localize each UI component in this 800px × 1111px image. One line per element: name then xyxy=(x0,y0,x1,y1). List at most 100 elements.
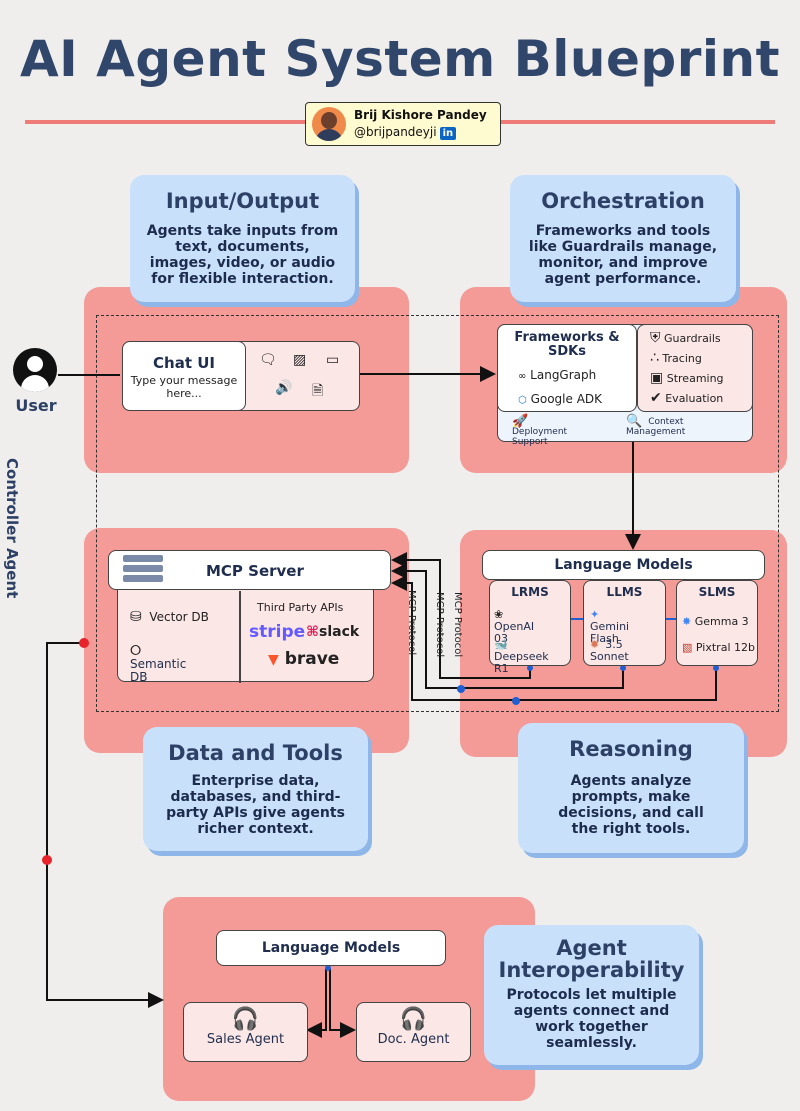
reasoning-info-box: Reasoning Agents analyze prompts, make d… xyxy=(518,723,744,853)
gemma-icon: ✸ xyxy=(682,615,692,628)
database-icon: ⛁ xyxy=(130,609,142,625)
interop-desc-line: Protocols let multiple xyxy=(506,987,677,1003)
frameworks-title: Frameworks & xyxy=(514,330,620,345)
io-desc-line: text, documents, xyxy=(175,239,310,255)
lm-to-doc-path xyxy=(329,968,356,1038)
langgraph-icon: ∞ xyxy=(518,371,527,382)
orchestration-card: Frameworks & SDKs ∞ LangGraph ⬡ Google A… xyxy=(497,324,753,447)
frameworks-title: SDKs xyxy=(548,344,586,359)
user-icon xyxy=(13,348,57,392)
tracing-item: ∴ Tracing xyxy=(650,350,702,366)
interop-info-box: Agent Interoperability Protocols let mul… xyxy=(484,925,699,1065)
google-adk-icon: ⬡ xyxy=(518,395,527,406)
image-icon[interactable]: ▨ xyxy=(293,352,307,368)
pixtral-item: ▧ Pixtral 12b xyxy=(682,641,755,654)
evaluation-item: ✔ Evaluation xyxy=(650,390,724,406)
junction-dot xyxy=(713,665,719,671)
streaming-icon: ▣ xyxy=(650,370,664,386)
chat-placeholder-line: Type your message xyxy=(130,374,238,387)
chat-ui-title: Chat UI xyxy=(153,354,215,372)
orchestration-heading: Orchestration xyxy=(541,189,705,213)
gemini-icon: ✦ xyxy=(590,608,600,621)
user-label: User xyxy=(15,396,57,415)
claude-icon: ✹ xyxy=(590,638,600,651)
reasoning-desc-line: the right tools. xyxy=(571,821,691,837)
interop-heading: Agent xyxy=(556,936,627,960)
author-avatar xyxy=(312,107,346,141)
slack-logo: ⌘slack xyxy=(306,624,360,640)
slack-icon: ⌘ xyxy=(306,624,319,640)
doc-agent-card[interactable]: 🎧 Doc. Agent xyxy=(356,1002,471,1062)
deepseek-icon: 🐋 xyxy=(494,638,508,651)
controller-agent-boundary xyxy=(96,315,779,712)
lm-to-sales-path xyxy=(306,968,327,1038)
sales-agent-card[interactable]: 🎧 Sales Agent xyxy=(183,1002,308,1062)
data-tools-desc-line: databases, and third- xyxy=(170,789,341,805)
mcp-server-header[interactable]: MCP Server xyxy=(108,550,391,590)
agent-headset-icon: 🎧 xyxy=(231,1007,260,1032)
reasoning-heading: Reasoning xyxy=(569,737,693,761)
junction-dot xyxy=(512,697,520,705)
chat-ui-card: Chat UI Type your message here... 🗨 ▨ ▭ … xyxy=(122,341,360,411)
reasoning-desc-line: Agents analyze xyxy=(570,773,692,789)
brave-logo: ▼ brave xyxy=(268,649,340,669)
chat-input[interactable]: Chat UI Type your message here... xyxy=(122,341,246,411)
chat-placeholder-line: here... xyxy=(166,387,202,400)
vector-db-item: ⛁ Vector DB xyxy=(130,609,209,625)
llms-slms-link xyxy=(666,618,676,620)
audio-icon[interactable]: 🔊 xyxy=(275,380,293,396)
orchestration-info-box: Orchestration Frameworks and tools like … xyxy=(510,175,736,302)
io-info-box: Input/Output Agents take inputs from tex… xyxy=(130,175,355,302)
mcp-server-title: MCP Server xyxy=(206,562,304,580)
interop-lm-header: Language Models xyxy=(216,930,446,966)
mcp-protocol-label: MCP Protocol xyxy=(452,592,463,658)
orchestration-desc-line: Frameworks and tools xyxy=(535,223,711,239)
junction-dot xyxy=(325,965,331,971)
reasoning-lm-header: Language Models xyxy=(482,550,765,580)
semantic-graph-icon: ⭘ xyxy=(130,643,142,659)
shield-icon: ⛨ xyxy=(650,330,661,346)
llms-to-mcp-path xyxy=(391,563,624,689)
io-desc-line: for flexible interaction. xyxy=(151,271,334,287)
junction-dot xyxy=(42,855,52,865)
third-party-title: Third Party APIs xyxy=(257,601,344,614)
divider xyxy=(239,591,241,683)
io-heading: Input/Output xyxy=(165,189,320,213)
evaluation-icon: ✔ xyxy=(650,390,662,406)
pixtral-icon: ▧ xyxy=(682,641,693,654)
rocket-icon: 🚀 xyxy=(512,414,529,429)
page-title: AI Agent System Blueprint xyxy=(19,30,781,88)
openai-icon: ❀ xyxy=(494,608,504,621)
mcp-protocol-label: MCP Protocol xyxy=(406,590,417,656)
interop-heading: Interoperability xyxy=(498,958,685,982)
chat-bubble-icon[interactable]: 🗨 xyxy=(259,352,277,368)
gemma-item: ✸ Gemma 3 xyxy=(682,615,749,628)
document-icon[interactable]: 🗎 xyxy=(312,383,324,399)
data-tools-heading: Data and Tools xyxy=(168,741,343,765)
data-tools-info-box: Data and Tools Enterprise data, database… xyxy=(143,727,368,851)
junction-dot xyxy=(527,665,533,671)
langgraph-item: ∞ LangGraph xyxy=(518,368,597,382)
context-icon: 🔍 xyxy=(626,414,643,429)
google-adk-item: ⬡ Google ADK xyxy=(518,392,603,406)
slms-title: SLMS xyxy=(698,585,736,599)
slms-to-mcp-path xyxy=(391,575,717,701)
data-tools-desc-line: party APIs give agents xyxy=(166,805,345,821)
sales-agent-label: Sales Agent xyxy=(206,1032,285,1047)
lrms-llms-link xyxy=(571,618,583,620)
tracing-icon: ∴ xyxy=(650,350,659,366)
orchestration-desc-line: monitor, and improve xyxy=(538,255,708,271)
reasoning-desc-line: prompts, make xyxy=(571,789,691,805)
interop-desc-line: work together xyxy=(535,1019,648,1035)
video-icon[interactable]: ▭ xyxy=(326,352,340,368)
